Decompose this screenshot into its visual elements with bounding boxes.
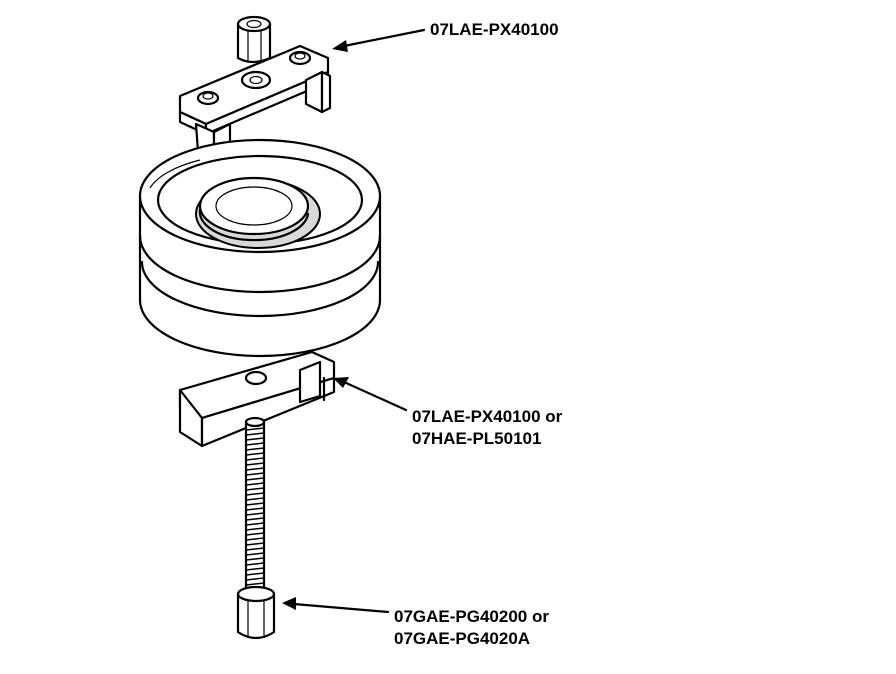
thread-mark — [245, 467, 265, 471]
thread-mark — [245, 482, 265, 486]
callout-driver-line2: 07GAE-PG4020A — [394, 629, 531, 648]
thread-mark — [245, 437, 265, 441]
callout-bottom-tool-line2: 07HAE-PL50101 — [412, 429, 542, 448]
thread-mark — [245, 427, 265, 431]
thread-mark — [245, 582, 265, 586]
thread-mark — [245, 487, 265, 491]
callout-top-tool: 07LAE-PX40100 — [430, 19, 559, 41]
thread-mark — [245, 492, 265, 496]
thread-mark — [245, 512, 265, 516]
bottom-nut — [236, 585, 276, 640]
idler-pulley — [138, 138, 382, 358]
thread-mark — [245, 457, 265, 461]
thread-mark — [245, 527, 265, 531]
top-nut — [236, 15, 272, 64]
thread-mark — [245, 477, 265, 481]
leader-arrow-top — [332, 28, 426, 52]
threaded-rod — [244, 416, 266, 598]
thread-mark — [245, 562, 265, 566]
callout-driver-line1: 07GAE-PG40200 or — [394, 607, 549, 626]
callout-bottom-tool-line1: 07LAE-PX40100 or — [412, 407, 563, 426]
thread-mark — [245, 442, 265, 446]
thread-mark — [245, 567, 265, 571]
callout-bottom-tool: 07LAE-PX40100 or 07HAE-PL50101 — [412, 406, 562, 450]
thread-mark — [245, 557, 265, 561]
thread-mark — [245, 502, 265, 506]
thread-mark — [245, 572, 265, 576]
thread-mark — [245, 517, 265, 521]
thread-mark — [245, 532, 265, 536]
thread-mark — [245, 522, 265, 526]
thread-mark — [245, 542, 265, 546]
thread-mark — [245, 432, 265, 436]
thread-mark — [245, 447, 265, 451]
thread-mark — [245, 577, 265, 581]
leader-arrow-middle — [333, 377, 408, 412]
leader-arrow-bottom — [282, 597, 390, 614]
thread-mark — [245, 452, 265, 456]
thread-mark — [245, 472, 265, 476]
thread-mark — [245, 497, 265, 501]
bottom-bracket — [178, 350, 336, 448]
thread-mark — [245, 537, 265, 541]
top-bracket — [178, 44, 332, 164]
thread-mark — [245, 507, 265, 511]
thread-mark — [245, 552, 265, 556]
thread-mark — [245, 547, 265, 551]
callout-top-tool-text: 07LAE-PX40100 — [430, 20, 559, 39]
callout-driver: 07GAE-PG40200 or 07GAE-PG4020A — [394, 606, 549, 650]
thread-mark — [245, 462, 265, 466]
